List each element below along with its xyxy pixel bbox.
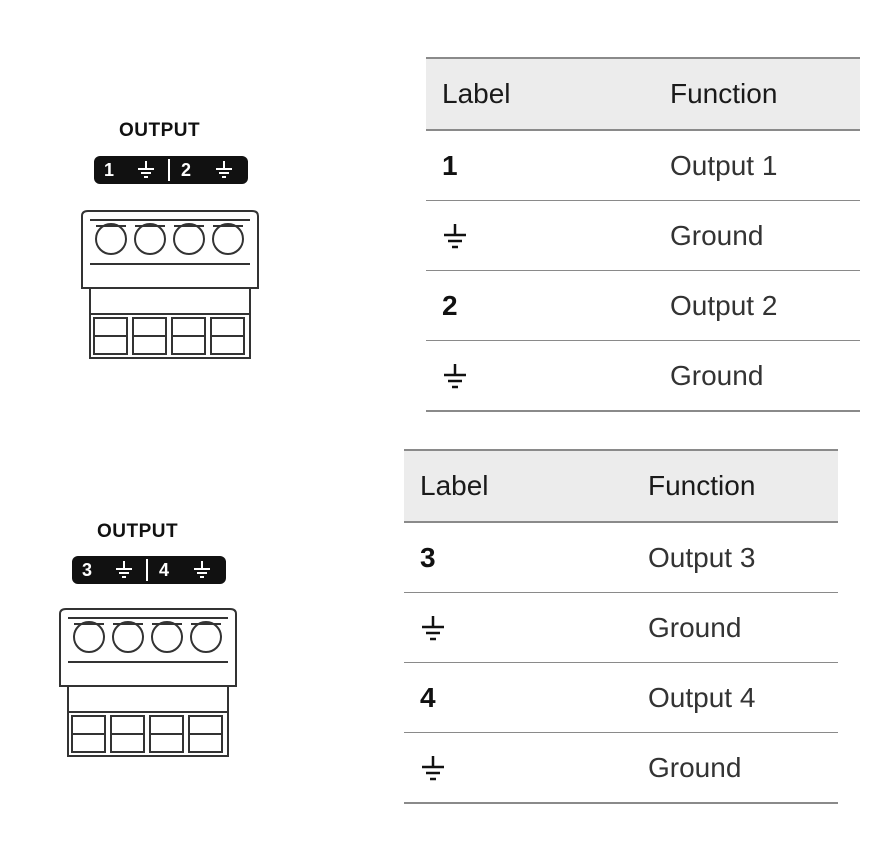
column-header-function: Function — [654, 57, 860, 131]
pin-label: 4 — [158, 559, 169, 580]
table-row: Ground — [404, 732, 838, 804]
terminal-block-illustration — [59, 608, 237, 757]
pin-label: 3 — [81, 559, 92, 580]
pin-function-table-1: Label Function 1 Output 1 Ground 2 Outpu… — [426, 57, 860, 412]
table-row: Ground — [426, 200, 860, 271]
table-row: 4 Output 4 — [404, 662, 838, 733]
table-header-row: Label Function — [404, 449, 838, 523]
pin-function-table-2: Label Function 3 Output 3 Ground 4 Outpu… — [404, 449, 838, 804]
ground-icon — [444, 223, 466, 249]
row-function: Output 2 — [654, 270, 860, 341]
row-label: 4 — [404, 662, 632, 733]
row-function: Output 1 — [654, 130, 860, 201]
ground-icon — [202, 156, 246, 184]
ground-icon — [124, 156, 168, 184]
table-row: Ground — [426, 340, 860, 412]
ground-icon — [422, 615, 444, 641]
column-header-function: Function — [632, 449, 838, 523]
row-label — [404, 732, 632, 804]
row-label: 2 — [426, 270, 654, 341]
ground-icon — [180, 556, 224, 584]
row-label: 3 — [404, 522, 632, 593]
row-label — [426, 340, 654, 412]
table-row: 1 Output 1 — [426, 130, 860, 201]
connector-title: OUTPUT — [97, 521, 179, 542]
pin-label-bar: 1 2 — [94, 156, 248, 184]
row-label — [404, 592, 632, 663]
column-header-label: Label — [404, 449, 632, 523]
table-row: Ground — [404, 592, 838, 663]
column-header-label: Label — [426, 57, 654, 131]
table-row: 2 Output 2 — [426, 270, 860, 341]
pin-label-bar: 3 4 — [72, 556, 226, 584]
row-function: Ground — [654, 200, 860, 271]
ground-icon — [422, 755, 444, 781]
pin-label: 1 — [103, 159, 114, 180]
table-header-row: Label Function — [426, 57, 860, 131]
row-function: Output 3 — [632, 522, 838, 593]
row-label — [426, 200, 654, 271]
ground-icon — [102, 556, 146, 584]
pin-label: 2 — [180, 159, 191, 180]
table-row: 3 Output 3 — [404, 522, 838, 593]
row-label: 1 — [426, 130, 654, 201]
row-function: Output 4 — [632, 662, 838, 733]
connector-title: OUTPUT — [119, 120, 201, 141]
row-function: Ground — [632, 592, 838, 663]
ground-icon — [444, 363, 466, 389]
row-function: Ground — [654, 340, 860, 412]
terminal-block-illustration — [81, 210, 259, 359]
row-function: Ground — [632, 732, 838, 804]
